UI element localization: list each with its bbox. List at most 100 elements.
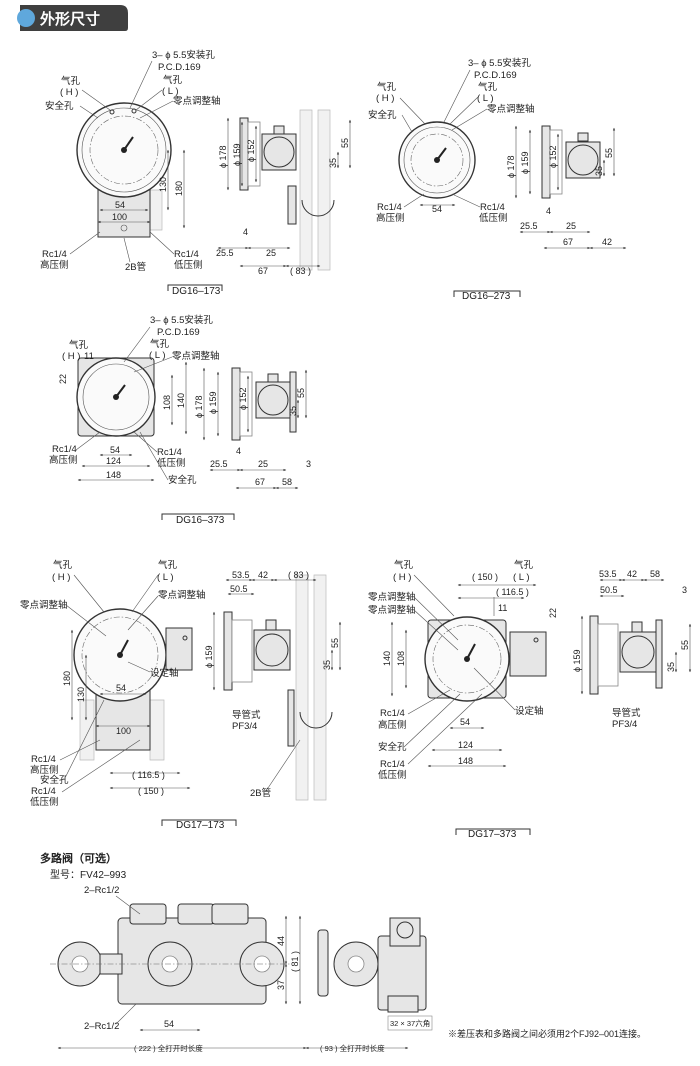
side-view: ϕ 159 53.5 42 58 50.5 3 55 35 导管式 PF3/4 [572,569,692,730]
dim-50-5: 50.5 [230,584,248,594]
label-zero-shaft-1: 零点调整轴 [368,591,416,603]
label-vent-l: 气孔 [158,559,178,571]
dim-11: 11 [84,351,94,362]
label-vent-l: 气孔 [163,74,183,86]
dim-25: 25 [258,459,268,469]
label-zero-shaft-2: 零点调整轴 [368,604,416,616]
label-port-low: Rc1/4 [31,786,56,797]
dim-54: 54 [115,200,125,210]
dim-100: 100 [116,726,131,736]
dim-83: ( 83 ) [288,570,309,580]
dim-35: 35 [322,660,332,670]
side-view: ϕ 178 ϕ 159 ϕ 152 55 35 4 25.5 25 67 42 [506,125,627,250]
dim-phi178: ϕ 178 [218,145,228,168]
dim-55: 55 [340,138,350,148]
label-port-low: Rc1/4 [157,447,182,458]
valve-front-view [50,903,292,1005]
header-title: 外形尺寸 [39,10,100,28]
dim-50-5: 50.5 [600,585,618,595]
label-mount-hole: 3– ϕ 5.5安装孔 [150,314,213,326]
label-port-high-side: 高压侧 [40,259,69,271]
label-safety-hole: 安全孔 [378,741,407,753]
dim-open-length-93: ( 93 ) 全打开时长度 [320,1043,385,1053]
label-conduit-spec: PF3/4 [612,719,637,730]
dim-55: 55 [604,148,614,158]
label-vent-h-mark: ( H ) [52,572,70,583]
label-port-high-side: 高压侧 [378,719,407,731]
label-zero-shaft-left: 零点调整轴 [20,599,68,611]
label-vent-h-mark: ( H ) [62,351,80,362]
dim-130: 130 [76,687,86,702]
dim-4: 4 [236,446,241,456]
dim-phi178: ϕ 178 [194,395,204,418]
dim-phi159: ϕ 159 [208,391,218,414]
label-set-shaft: 设定轴 [150,667,179,679]
label-port-high-side: 高压侧 [30,764,59,776]
label-port-low-side: 低压侧 [479,212,508,224]
label-vent-h-mark: ( H ) [376,93,394,104]
dim-130: 130 [158,177,168,192]
label-port-high: Rc1/4 [42,249,67,260]
label-safety-hole: 安全孔 [45,100,74,112]
dim-54: 54 [116,683,126,693]
label-port-low: Rc1/4 [380,759,405,770]
dim-180: 180 [174,181,184,196]
label-safety-hole: 安全孔 [368,109,397,121]
dim-25-5: 25.5 [520,221,538,231]
dim-35: 35 [666,662,676,672]
label-vent-h: 气孔 [69,339,89,351]
dim-phi159: ϕ 159 [520,151,530,174]
label-vent-l-mark: ( L ) [477,93,494,104]
label-vent-h: 气孔 [53,559,73,571]
dim-phi159: ϕ 159 [204,645,214,668]
label-vent-l: 气孔 [514,559,534,571]
label-port-high: Rc1/4 [31,754,56,765]
dim-35: 35 [594,166,604,176]
label-pipe: 2B管 [125,261,146,273]
valve-model: 型号：FV42–993 [50,868,127,881]
dim-148: 148 [458,756,473,766]
dim-42: 42 [627,569,637,579]
dim-44: 44 [276,936,286,946]
label-zero-shaft: 零点调整轴 [172,350,220,362]
model-label: DG17–373 [468,829,517,840]
label-port-top: 2–Rc1/2 [84,885,119,896]
dim-25: 25 [566,221,576,231]
label-port-bottom: 2–Rc1/2 [84,1021,119,1032]
dim-phi152: ϕ 152 [238,387,248,410]
label-vent-h-mark: ( H ) [60,87,78,98]
valve-section: 多路阀（可选） 型号：FV42–993 [40,851,646,1053]
dim-150: ( 150 ) [138,786,164,796]
label-safety-hole: 安全孔 [40,774,69,786]
dim-37: 37 [276,980,286,990]
label-hex: 32 × 37六角 [390,1018,430,1028]
label-vent-l: 气孔 [150,338,170,350]
drawing-dg16-273: 54 3– ϕ 5.5安装孔 P.C.D.169 气孔 ( H ) 气孔 ( L… [368,57,627,302]
model-label: DG16–173 [172,286,221,297]
label-safety-hole: 安全孔 [168,474,197,486]
switch-box [509,631,547,677]
label-mount-hole: 3– ϕ 5.5安装孔 [468,57,531,69]
dim-58: 58 [650,569,660,579]
side-view: ϕ 159 53.5 42 ( 83 ) 50.5 55 35 导管式 PF3/… [204,570,342,801]
dim-22: 22 [548,608,558,618]
note-text: ※差压表和多路阀之间必须用2个FJ92–001连接。 [448,1028,646,1039]
model-label: DG16–273 [462,291,511,302]
label-port-high-side: 高压侧 [49,454,78,466]
dim-81: ( 81 ) [290,951,300,972]
dim-124: 124 [458,740,473,750]
label-port-high-side: 高压侧 [376,212,405,224]
dim-25-5: 25.5 [216,248,234,258]
label-pipe: 2B管 [250,787,271,799]
dim-116-5: ( 116.5 ) [132,770,165,780]
label-port-low-side: 低压侧 [174,259,203,271]
label-vent-l-mark: ( L ) [162,86,179,97]
section-header: 外形尺寸 [17,5,128,31]
label-conduit: 导管式 [612,707,641,719]
label-pcd: P.C.D.169 [157,327,200,338]
drawing-dg16-373: 54 124 148 108 140 22 3– ϕ 5.5安装孔 P.C.D.… [49,314,311,526]
label-vent-l: 气孔 [478,81,498,93]
dim-53-5: 53.5 [599,569,617,579]
dim-67: 67 [258,266,268,276]
